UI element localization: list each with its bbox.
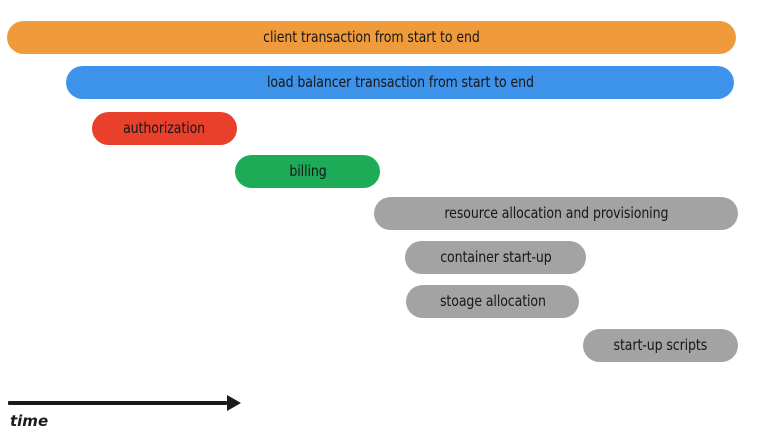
timeline-bar-label: load balancer transaction from start to … xyxy=(266,72,534,91)
timeline-bar-client-transaction[interactable]: client transaction from start to end xyxy=(7,21,736,54)
timeline-bar-authorization[interactable]: authorization xyxy=(92,112,237,145)
timeline-bar-billing[interactable]: billing xyxy=(235,155,380,188)
timeline-bar-label: resource allocation and provisioning xyxy=(444,203,668,222)
timeline-bar-label: billing xyxy=(288,161,327,180)
timeline-bar-label: container start-up xyxy=(439,247,552,266)
arrow-right-icon xyxy=(227,395,241,411)
timeline-bar-load-balancer-transaction[interactable]: load balancer transaction from start to … xyxy=(66,66,734,99)
time-axis-line xyxy=(8,401,227,405)
timeline-bar-stoage-allocation[interactable]: stoage allocation xyxy=(406,285,579,318)
timeline-bar-start-up-scripts[interactable]: start-up scripts xyxy=(583,329,738,362)
timeline-bar-label: client transaction from start to end xyxy=(263,27,480,46)
timeline-bar-container-start-up[interactable]: container start-up xyxy=(405,241,586,274)
time-axis-label: time xyxy=(10,412,49,430)
timeline-bar-label: start-up scripts xyxy=(613,335,708,354)
timeline-bar-label: stoage allocation xyxy=(439,291,546,310)
timeline-bar-label: authorization xyxy=(123,118,206,137)
timeline-bar-resource-allocation-and-provisioning[interactable]: resource allocation and provisioning xyxy=(374,197,738,230)
